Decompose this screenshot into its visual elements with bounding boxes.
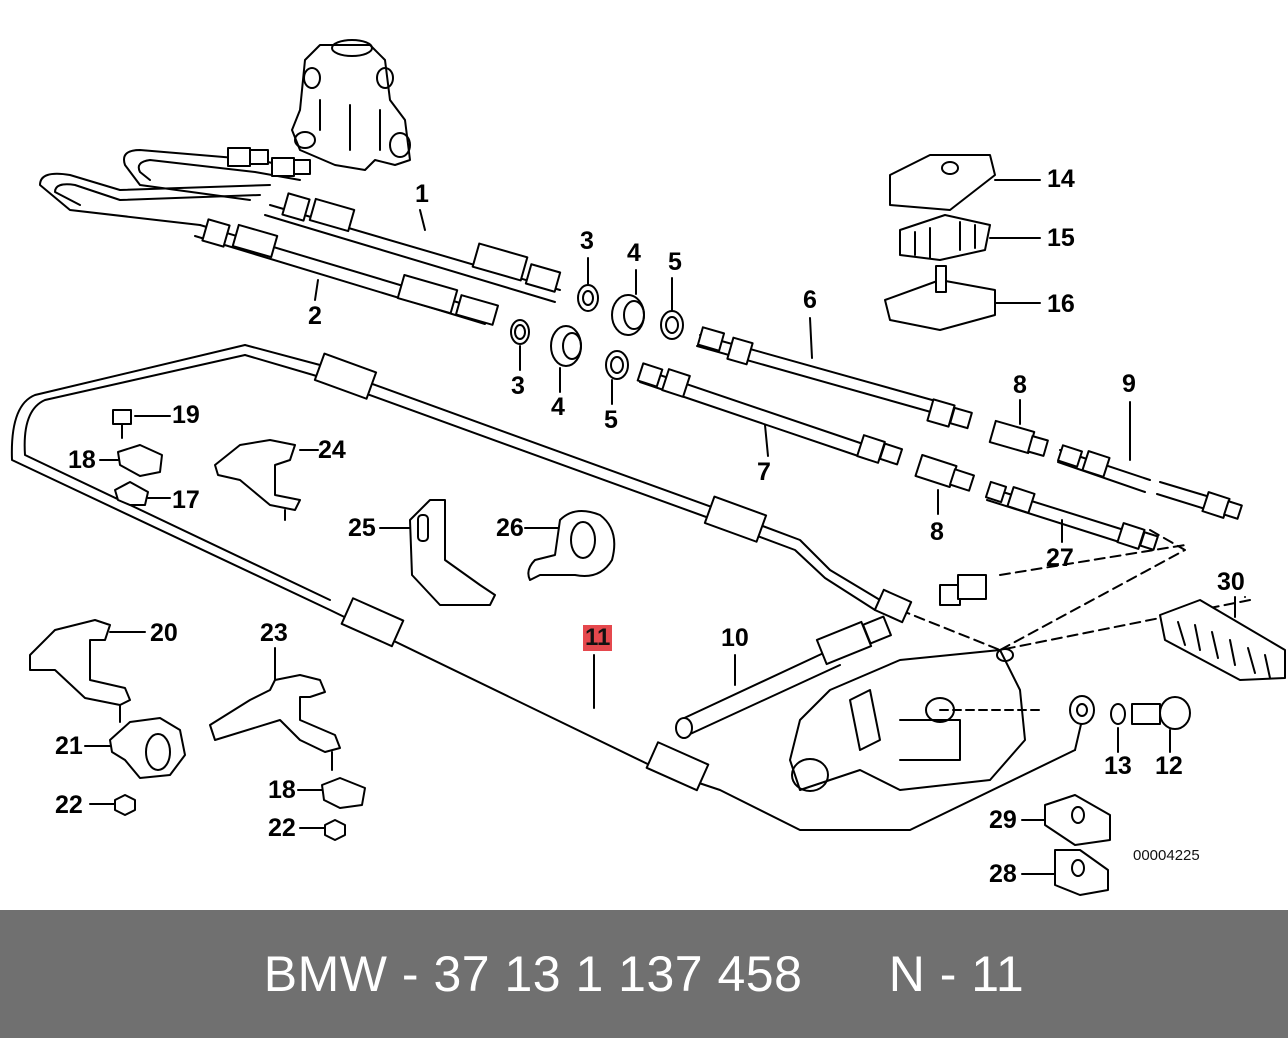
callout-22-left: 22 [55,791,83,819]
connector-8 [914,399,1049,515]
bracket-24 [214,439,319,521]
brake-hose-10 [675,574,987,739]
callout-3-lower: 3 [511,372,525,400]
callout-10: 10 [721,624,749,652]
bracket-23 [209,647,366,841]
callout-27: 27 [1046,544,1074,572]
callout-18-upper: 18 [68,446,96,474]
callout-16: 16 [1047,290,1075,318]
clamp-21 [84,717,186,816]
callout-12: 12 [1155,752,1183,780]
footer-separator: - [401,946,420,1002]
callout-8-right: 8 [1013,371,1027,399]
callout-19: 19 [172,401,200,429]
callout-25: 25 [348,514,376,542]
callout-18-lower: 18 [268,776,296,804]
brake-hose-6 [696,317,973,430]
clamp-assembly [884,154,1041,331]
callout-26: 26 [496,514,524,542]
sealing-rings [510,257,684,405]
rubber-strip-30 [1159,596,1286,681]
small-fasteners-left [99,409,171,506]
brake-hose-1 [264,192,562,303]
callout-24: 24 [318,436,346,464]
cable-11 [10,344,1095,831]
pressure-valve-block [291,39,411,171]
brake-hose-2 [194,218,500,326]
callout-28: 28 [989,860,1017,888]
brake-pipe-9 [1057,401,1243,520]
callout-7: 7 [757,458,771,486]
cable-clamp-26 [524,510,616,581]
footer-part-number: 37 13 1 137 458 [433,946,803,1002]
callout-14: 14 [1047,165,1075,193]
callout-20: 20 [150,619,178,647]
callout-3-upper: 3 [580,227,594,255]
footer-brand: BMW [263,946,388,1002]
callout-5-lower: 5 [604,406,618,434]
footer-bar: BMW - 37 13 1 137 458 N - 11 [0,910,1288,1038]
callout-29: 29 [989,806,1017,834]
callout-22-right: 22 [268,814,296,842]
callout-30: 30 [1217,568,1245,596]
pipe-fitting-upper [227,147,311,177]
footer-position-label: N - 11 [888,946,1025,1002]
catalog-number: 00004225 [1133,847,1200,864]
callout-15: 15 [1047,224,1075,252]
callout-9: 9 [1122,370,1136,398]
pipe-loop-upper [123,149,301,201]
callout-1: 1 [415,180,429,208]
bracket-25 [379,499,496,606]
callout-8-lower: 8 [930,518,944,546]
brake-hose-7 [636,362,904,466]
callout-11-highlighted: 11 [583,624,613,651]
bracket-20 [29,619,146,723]
callout-2: 2 [308,302,322,330]
clip-28-29 [1021,794,1111,896]
parts-diagram: 1 2 3 3 4 4 5 5 6 7 8 8 9 10 11 12 13 14… [10,39,1286,896]
brake-pipe-27 [984,480,1159,551]
callout-4-lower: 4 [551,393,565,421]
callout-5-upper: 5 [668,248,682,276]
callout-17: 17 [172,486,200,514]
callout-4-upper: 4 [627,239,641,267]
callout-13: 13 [1104,752,1132,780]
callout-6: 6 [803,286,817,314]
diagram-drawing [10,39,1286,896]
valve-body-lower [789,648,1041,792]
banjo-bolt-12 [1110,696,1191,753]
callout-23: 23 [260,619,288,647]
callout-21: 21 [55,732,83,760]
